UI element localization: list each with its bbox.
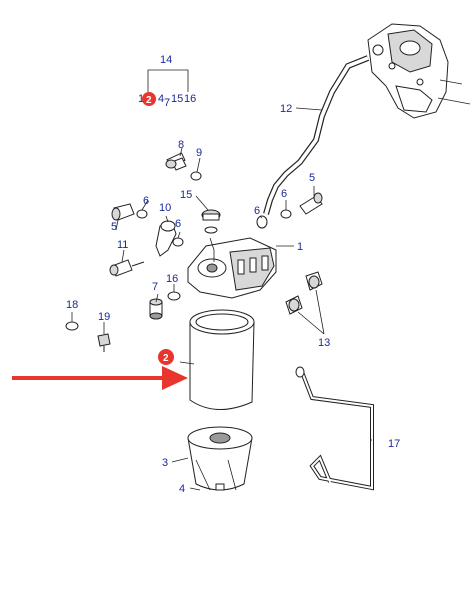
washer-18 — [65, 321, 79, 331]
svg-text:2: 2 — [163, 353, 169, 364]
label-9: 9 — [196, 147, 202, 159]
label-5-b: 5 — [309, 172, 315, 184]
bolt-8 — [165, 152, 187, 171]
washer-9 — [190, 171, 202, 181]
screw-19 — [97, 333, 111, 352]
label-17: 17 — [388, 438, 400, 450]
label-11: 11 — [117, 239, 128, 251]
label-13: 13 — [318, 337, 330, 349]
label-14: 14 — [160, 54, 172, 66]
label-7: 7 — [152, 281, 158, 293]
fitting-10 — [155, 220, 184, 257]
injection-pump — [367, 23, 471, 119]
cap-15 — [201, 209, 221, 234]
water-bowl-3 — [187, 426, 253, 491]
badge-filter: 2 — [158, 349, 174, 365]
label-12: 12 — [280, 103, 292, 115]
label-16-row: 16 — [184, 93, 196, 105]
label-5-a: 5 — [111, 221, 117, 233]
label-15-row: 15 — [171, 93, 183, 105]
red-arrow — [12, 366, 188, 390]
label-1: 1 — [297, 241, 303, 253]
label-19: 19 — [98, 311, 110, 323]
bracket-14 — [147, 69, 189, 92]
washer-16 — [167, 291, 181, 301]
bolt-11 — [109, 259, 145, 277]
svg-text:2: 2 — [146, 95, 152, 106]
label-4: 4 — [179, 483, 185, 495]
label-6-c: 6 — [254, 205, 260, 217]
label-15: 15 — [180, 189, 192, 201]
mounts-13 — [285, 271, 325, 335]
fitting-5-right — [299, 192, 323, 215]
filter-element-2 — [189, 309, 255, 411]
drain-line-17 — [300, 371, 374, 491]
label-6-a: 6 — [143, 195, 149, 207]
label-6-d: 6 — [281, 188, 287, 200]
filter-head-1 — [187, 237, 277, 299]
label-18: 18 — [66, 299, 78, 311]
plug-7 — [149, 298, 163, 320]
label-8: 8 — [178, 139, 184, 151]
label-7-row: 7 — [164, 97, 170, 109]
label-4-row: 4 — [158, 93, 164, 105]
leader-lines — [71, 107, 372, 491]
label-10: 10 — [159, 202, 171, 214]
label-16: 16 — [166, 273, 178, 285]
badge-top: 2 — [142, 92, 156, 106]
label-6-b: 6 — [175, 218, 181, 230]
label-3: 3 — [162, 457, 168, 469]
fitting-5-left — [111, 203, 148, 221]
